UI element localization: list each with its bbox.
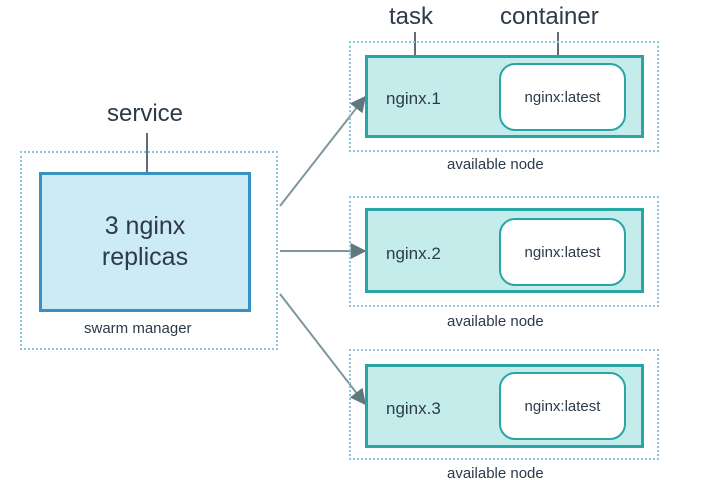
task-label-2: nginx.2	[386, 244, 441, 263]
container-label-1: nginx:latest	[524, 88, 601, 106]
service-heading: service	[107, 100, 184, 127]
service-box: 3 nginx replicas	[39, 172, 251, 312]
available-node-3-caption: available node	[447, 465, 544, 482]
available-node-3-boundary	[349, 349, 659, 460]
task-label-1: nginx.1	[386, 89, 441, 108]
task-box-3: nginx.3 nginx:latest	[365, 364, 644, 448]
available-node-1-boundary	[349, 41, 659, 152]
available-node-1-caption: available node	[447, 156, 544, 173]
available-node-2-caption: available node	[447, 313, 544, 330]
task-label-3: nginx.3	[386, 399, 441, 418]
task-box-2: nginx.2 nginx:latest	[365, 208, 644, 293]
task-heading: task	[389, 3, 434, 30]
container-box-2: nginx:latest	[499, 218, 626, 286]
service-replicas-line-1: 3 nginx	[104, 212, 186, 240]
container-label-3: nginx:latest	[524, 397, 601, 415]
container-box-3: nginx:latest	[499, 372, 626, 440]
container-box-1: nginx:latest	[499, 63, 626, 131]
available-node-2-boundary	[349, 196, 659, 307]
container-heading: container	[500, 3, 599, 30]
swarm-manager-boundary	[20, 151, 278, 350]
service-replicas-line-2: replicas	[101, 243, 189, 271]
swarm-manager-caption: swarm manager	[84, 320, 192, 337]
task-box-1: nginx.1 nginx:latest	[365, 55, 644, 138]
container-label-2: nginx:latest	[524, 243, 601, 261]
